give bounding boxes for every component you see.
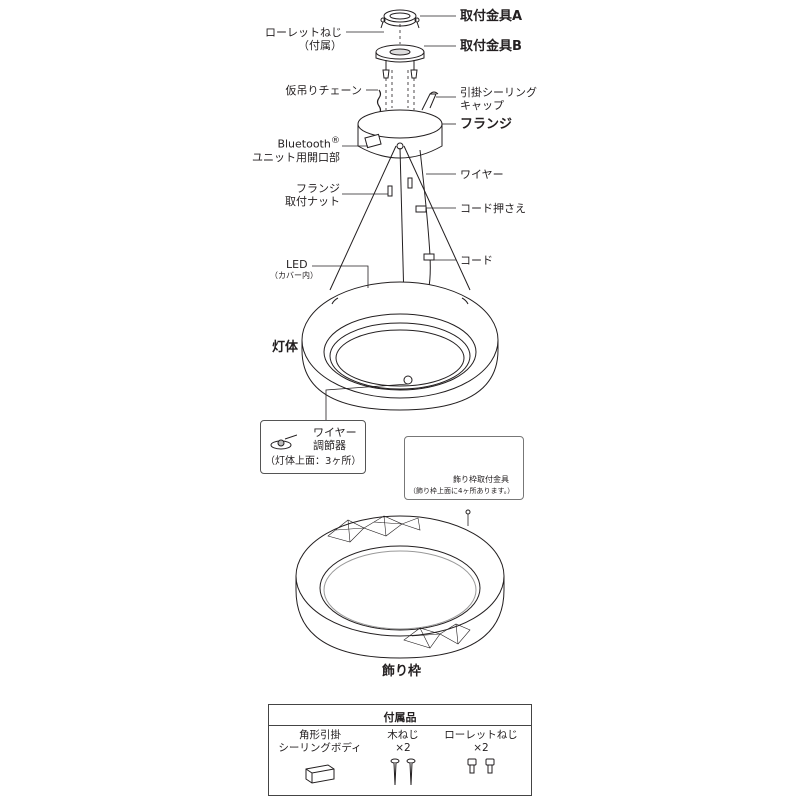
flange-nut-part	[387, 185, 393, 197]
label-bracket-b: 取付金具B	[460, 39, 522, 54]
flange-part	[357, 109, 443, 159]
label-bracket-a: 取付金具A	[460, 9, 523, 24]
deco-frame-part	[295, 509, 505, 659]
label-deco-frame: 飾り枠	[382, 664, 422, 679]
label-cord: コード	[460, 254, 493, 267]
accessory-ceiling-body: 角形引掛 シーリングボディ	[275, 729, 365, 789]
wire-adjuster-callout: ワイヤー 調節器 （灯体上面：3ヶ所）	[260, 420, 366, 474]
wood-screw-icon	[390, 758, 416, 786]
label-temp-chain: 仮吊りチェーン	[285, 84, 362, 97]
wire-adjuster-label-2: 調節器	[313, 439, 346, 452]
guide-lines	[385, 24, 415, 110]
label-cord-clamp: コード押さえ	[460, 202, 526, 215]
label-knurl-screw: ローレットねじ（付属）	[265, 26, 342, 52]
label-body: 灯体	[272, 340, 299, 355]
accessory-knurl-screw: ローレットねじ ×2	[437, 729, 525, 785]
label-flange-nut: フランジ取付ナット	[285, 182, 340, 208]
accessories-box: 付属品 角形引掛 シーリングボディ 木ねじ ×2 ローレットねじ ×2	[268, 704, 532, 796]
wire-adjuster-icon	[270, 434, 297, 450]
lamp-body-part	[301, 281, 499, 411]
ceiling-body-icon	[305, 764, 335, 784]
deco-bracket-label-1: 飾り枠取付金具	[453, 475, 509, 484]
label-ceiling-cap: 引掛シーリングキャップ	[460, 86, 537, 112]
accessories-title: 付属品	[383, 711, 417, 724]
ceiling-cap-part	[421, 93, 437, 111]
deco-bracket-callout: 飾り枠取付金具 （飾り枠上面に4ヶ所あります。）	[404, 436, 524, 500]
label-led-sub: （カバー内）	[270, 271, 318, 280]
accessory-wood-screw: 木ねじ ×2	[377, 729, 429, 791]
wire-adjuster-label-1: ワイヤー	[313, 426, 357, 439]
bracket-b-part	[375, 44, 425, 79]
cord-clamp-part	[415, 205, 427, 213]
label-wire: ワイヤー	[460, 168, 504, 181]
wire-adjuster-label-3: （灯体上面：3ヶ所）	[265, 456, 362, 467]
label-flange: フランジ	[460, 117, 513, 132]
deco-bracket-label-2: （飾り枠上面に4ヶ所あります。）	[409, 487, 515, 495]
label-led: LED	[286, 258, 308, 271]
bracket-a-part	[380, 9, 420, 29]
label-bt-opening: Bluetooth® ユニット用開口部	[252, 135, 340, 164]
knurl-screw-icon	[467, 758, 495, 774]
